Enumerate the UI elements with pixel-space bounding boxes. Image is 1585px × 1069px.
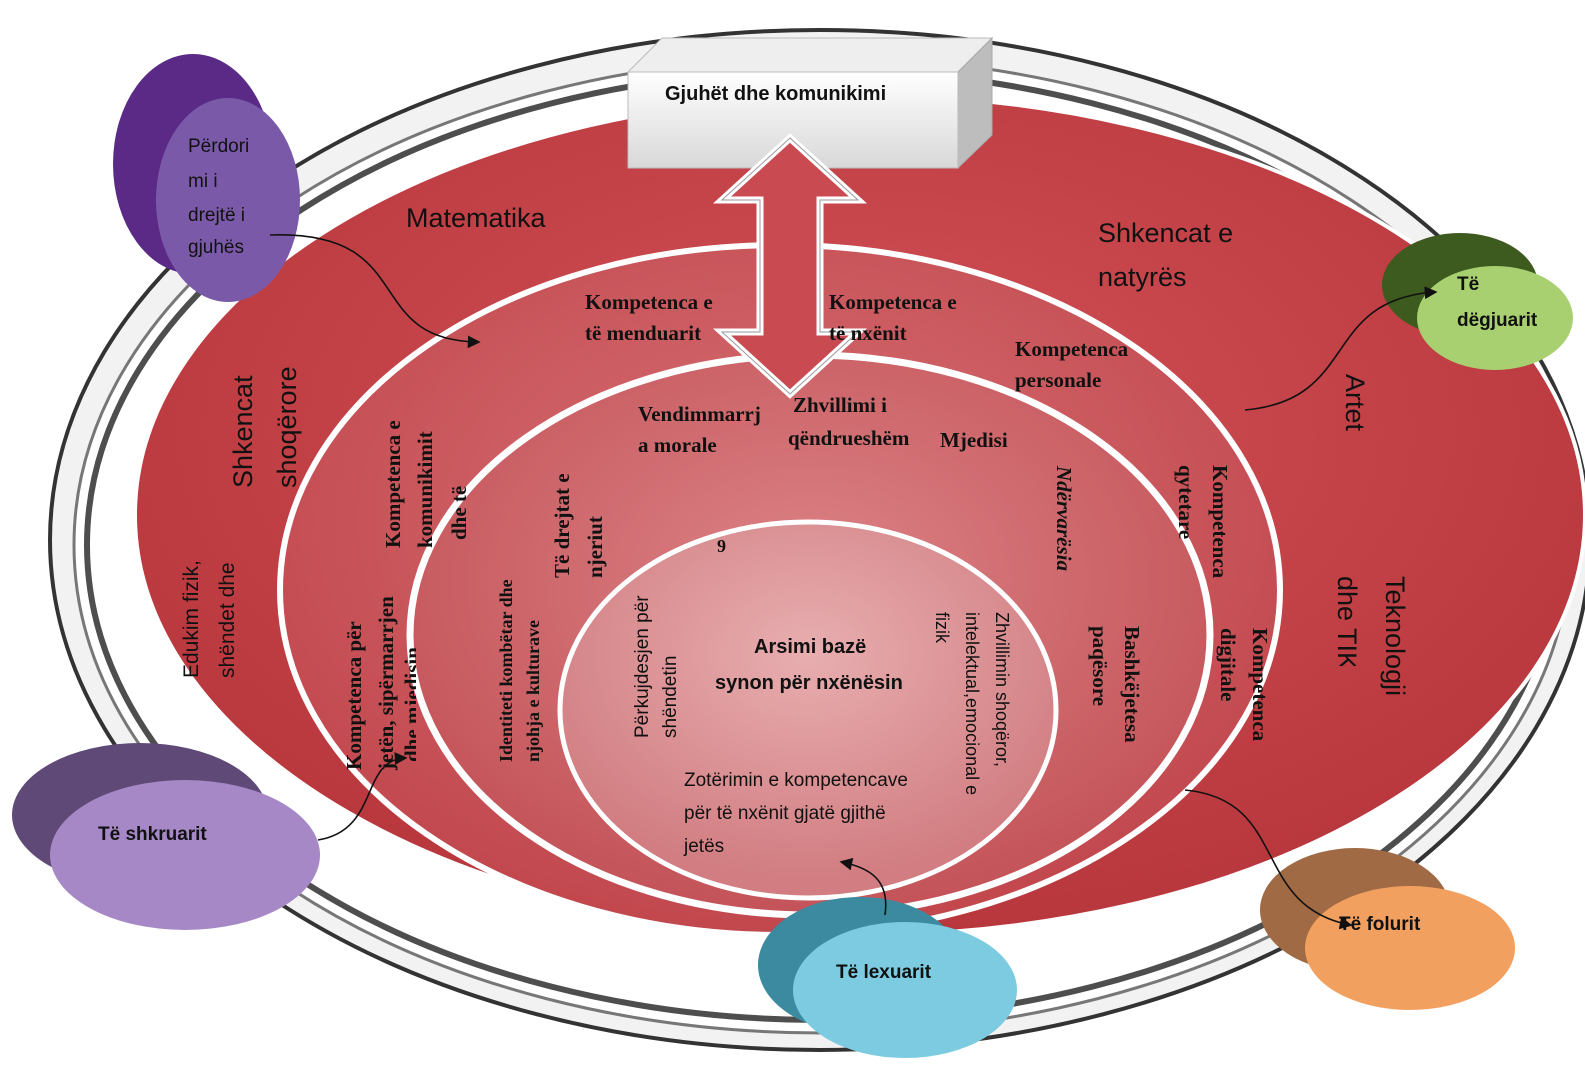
theme-bashkejetesa-1: Bashkëjetesa <box>1120 626 1144 743</box>
skill-degjuarit-1: Të <box>1457 274 1480 295</box>
center-ring <box>557 519 1059 901</box>
comp-digjitale-1: Kompetenca <box>1248 628 1272 742</box>
inner-perkujdesjen-1: Përkujdesjen për <box>632 595 653 738</box>
comp-digjitale-2: digjitale <box>1216 628 1240 702</box>
blob-degjuarit <box>1382 233 1573 370</box>
skill-degjuarit-2: dëgjuarit <box>1457 310 1538 331</box>
comp-nxenit-2: të nxënit <box>829 321 907 345</box>
theme-drejtat-1: Të drejtat e <box>550 473 574 578</box>
arrow-perdorimi <box>269 234 481 349</box>
inner-zoterimin-1: Zotërimin e kompetencave <box>684 770 908 791</box>
comp-jeten-2: jetën, sipërmarrjen <box>374 596 398 770</box>
skill-perdorimi-2: mi i <box>188 171 218 192</box>
skill-folurit: Të folurit <box>1339 914 1421 935</box>
subject-shkencat-shoqerore-1: Shkencat <box>228 375 258 488</box>
blob-folurit <box>1260 848 1515 1010</box>
arrow-lexuarit <box>839 857 887 916</box>
skill-lexuarit: Të lexuarit <box>836 962 932 983</box>
comp-personale-1: Kompetenca <box>1015 337 1129 361</box>
comp-jeten-3: dhe mjedisin <box>400 647 416 762</box>
skill-perdorimi-3: drejtë i <box>188 205 246 226</box>
theme-identiteti-1: Identiteti kombëtar dhe <box>496 579 516 762</box>
subject-shkencat-natyres-1: Shkencat e <box>1098 218 1234 248</box>
inner-perkujdesjen-2: shëndetin <box>660 655 681 738</box>
subject-edukim-1: Edukim fizik, <box>180 560 203 678</box>
center-title-1: Arsimi bazë <box>754 636 867 658</box>
theme-vendimmarrja-1: Vendimmarrj <box>638 402 761 426</box>
inner-zhvillimin-2: intelektual,emocional e <box>962 612 982 796</box>
theme-mjedisi: Mjedisi <box>940 428 1008 452</box>
inner-zhvillimin-3: fizik <box>932 612 952 643</box>
inner-zoterimin-3: jetës <box>684 836 725 857</box>
comp-komunikimit-2: komunikimit <box>413 431 437 548</box>
subject-shkencat-shoqerore-2: shoqërore <box>272 366 302 488</box>
skill-perdorimi-1: Përdori <box>188 136 250 157</box>
inner-zhvillimin-1: Zhvillimin shoqëror, <box>992 612 1012 768</box>
subject-shkencat-natyres-2: natyrës <box>1098 262 1187 292</box>
theme-zhvillimi-1: Zhvillimi i <box>793 393 887 417</box>
comp-komunikimit-1: Kompetenca e <box>381 420 405 548</box>
blob-perdorimi <box>113 54 300 302</box>
comp-komunikimit-3: dhe të <box>447 485 471 540</box>
subject-teknologji-1: Teknologji <box>1380 576 1410 697</box>
subject-artet: Artet <box>1340 374 1370 432</box>
box-label: Gjuhët dhe komunikimi <box>665 83 887 105</box>
theme-zhvillimi-2: qëndrueshëm <box>788 426 910 450</box>
arrow-degjuarit <box>1244 286 1438 411</box>
inner-zoterimin-2: për të nxënit gjatë gjithë <box>684 803 886 824</box>
center-title-2: synon për nxënësin <box>715 672 903 694</box>
theme-vendimmarrja-2: a morale <box>638 433 717 457</box>
center-number: 9 <box>717 536 726 556</box>
theme-identiteti-2: njohja e kulturave <box>523 619 543 762</box>
comp-menduarit-1: Kompetenca e <box>585 290 713 314</box>
blob-shkruarit <box>12 743 320 930</box>
comp-nxenit-1: Kompetenca e <box>829 290 957 314</box>
comp-qytetare-2: qytetare <box>1174 465 1198 540</box>
comp-menduarit-2: të menduarit <box>585 321 702 345</box>
comp-jeten-1: Kompetenca për <box>342 621 366 770</box>
subject-matematika: Matematika <box>406 203 546 233</box>
skill-perdorimi-4: gjuhës <box>188 237 244 258</box>
theme-drejtat-2: njeriut <box>583 516 607 578</box>
comp-qytetare-1: Kompetenca <box>1208 465 1232 579</box>
blob-lexuarit <box>758 897 1017 1058</box>
arrow-folurit <box>1184 789 1353 930</box>
theme-bashkejetesa-2: paqësore <box>1088 626 1112 707</box>
subject-teknologji-2: dhe TIK <box>1332 576 1362 666</box>
box-top-face <box>626 37 994 73</box>
arrow-shkruarit <box>317 752 408 841</box>
skill-shkruarit: Të shkruarit <box>98 824 207 845</box>
subject-edukim-2: shëndet dhe <box>216 562 239 678</box>
theme-ndervaresia: Ndërvarësia <box>1052 466 1076 571</box>
comp-personale-2: personale <box>1015 368 1102 392</box>
